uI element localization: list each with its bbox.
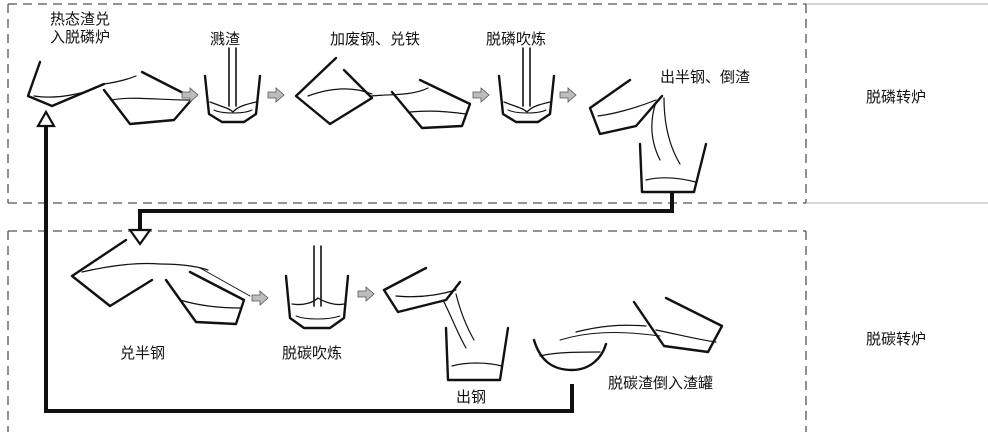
- decarb-blow-converter: [284, 274, 350, 330]
- semi-steel-pour-ladle: [164, 270, 246, 326]
- label-dephos-blow: 脱磷吹炼: [486, 30, 547, 48]
- decarb-converter-receiving: [70, 238, 154, 308]
- section-label-decarburization: 脱碳转炉: [866, 330, 927, 348]
- transfer-line-semi-steel: [138, 192, 674, 232]
- iron-ladle: [390, 78, 472, 130]
- transfer-line-slag-return: [44, 126, 574, 413]
- slag-pot: [532, 338, 608, 372]
- flow-arrow-6: [357, 286, 375, 302]
- decarb-tapping-converter: [382, 266, 462, 314]
- top-vessels: [26, 47, 708, 194]
- transfer-arrowheads: [36, 109, 153, 246]
- section-frames: [7, 3, 988, 432]
- steel-ladle: [444, 326, 510, 382]
- flow-arrow-2: [267, 87, 285, 103]
- transfer-lines: [44, 126, 674, 413]
- tapping-converter: [588, 78, 664, 136]
- flow-arrow-1: [181, 87, 199, 103]
- splash-converter: [203, 74, 262, 124]
- decarb-converter-pouring: [632, 296, 724, 354]
- dephos-converter-receiving: [26, 60, 106, 108]
- flow-arrow-3: [472, 87, 490, 103]
- label-pour-semi-steel: 兑半钢: [120, 344, 166, 362]
- label-add-scrap-iron: 加废钢、兑铁: [330, 30, 421, 48]
- label-tap-steel: 出钢: [456, 388, 487, 406]
- label-slag-to-pot: 脱碳渣倒入渣罐: [608, 374, 714, 392]
- slag-pot-pouring: [102, 70, 195, 126]
- label-slag-splash: 溅渣: [210, 30, 241, 48]
- dephos-blow-converter: [497, 74, 556, 124]
- flow-arrows: [181, 87, 577, 306]
- semi-steel-ladle: [638, 142, 708, 194]
- arrowhead-down: [127, 228, 153, 246]
- flow-arrow-5: [251, 290, 269, 306]
- bottom-vessels: [70, 238, 724, 382]
- section-label-dephosphorization: 脱磷转炉: [866, 88, 927, 106]
- flow-arrow-4: [559, 87, 577, 103]
- label-decarb-blow: 脱碳吹炼: [282, 344, 343, 362]
- label-charge-slag: 热态渣兑 入脱磷炉: [50, 10, 111, 46]
- arrowhead-up: [36, 109, 56, 128]
- label-tap-semi-steel: 出半钢、倒渣: [660, 68, 751, 86]
- scrap-converter: [294, 56, 374, 126]
